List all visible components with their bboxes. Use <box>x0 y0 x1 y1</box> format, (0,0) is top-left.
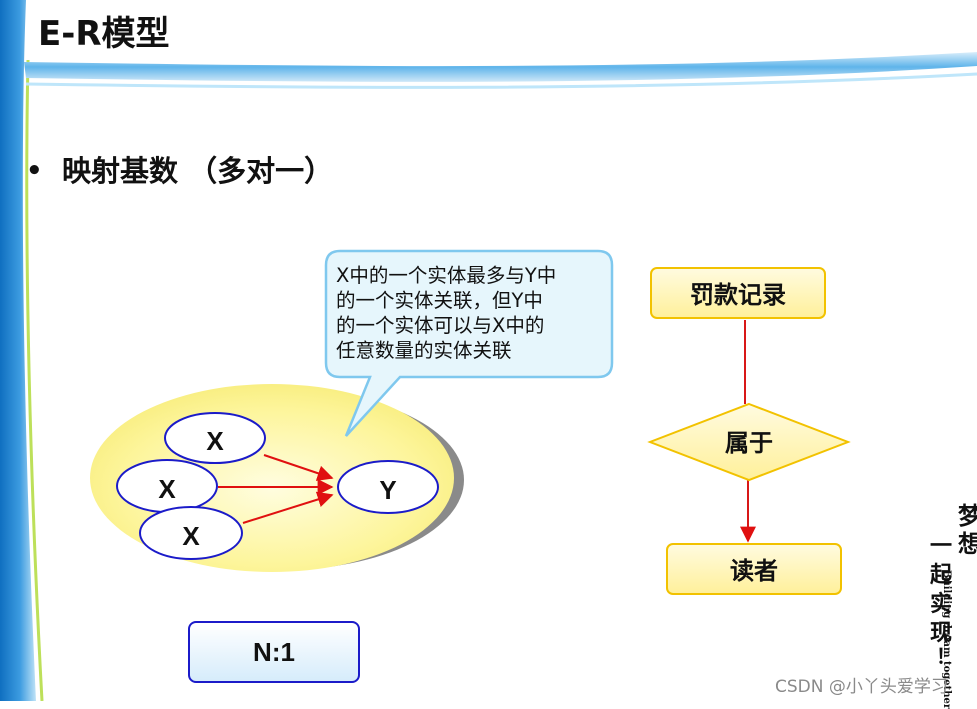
arrow-x3-to-y <box>242 491 334 524</box>
ratio-label: N:1 <box>253 636 295 667</box>
x-node-3-label: X <box>182 521 200 551</box>
entity-fine-record-label: 罚款记录 <box>690 281 786 309</box>
callout-line: X中的一个实体最多与Y中 <box>336 264 557 287</box>
callout-line: 任意数量的实体关联 <box>336 339 512 362</box>
signature-char: 现 <box>930 620 953 646</box>
title-bar-highlight <box>25 72 977 89</box>
relationship-belongs-shape <box>647 402 851 482</box>
title-bar <box>24 52 977 82</box>
ratio-label-box: N:1 <box>188 621 360 683</box>
bullet-dot-icon: • <box>26 156 43 186</box>
left-decor-band <box>0 0 36 701</box>
signature-char: 想 <box>958 529 977 558</box>
signature-char: 梦 <box>958 501 977 530</box>
bullet-text: 映射基数 （多对一） <box>62 154 334 188</box>
bullet-item: • 映射基数 （多对一） <box>26 148 333 190</box>
y-node-label: Y <box>379 475 396 505</box>
entity-reader-label: 读者 <box>730 557 778 585</box>
callout-balloon <box>324 249 614 437</box>
entity-fine-record-shape <box>650 267 826 319</box>
watermark: CSDN @小丫头爱学习 <box>775 677 948 697</box>
x-node-1-shape <box>164 412 266 464</box>
relationship-belongs-label: 属于 <box>725 429 773 457</box>
x-node-2-label: X <box>158 474 176 504</box>
callout-line: 的一个实体关联，但Y中 <box>336 289 543 312</box>
signature-char: ！ <box>936 644 956 668</box>
callout-text: X中的一个实体最多与Y中 的一个实体关联，但Y中 的一个实体可以与X中的 任意数… <box>336 263 604 363</box>
x-node-3-shape <box>139 506 243 560</box>
arrow-x1-to-y <box>263 454 334 481</box>
signature-char: 一 <box>930 533 953 559</box>
callout-line: 的一个实体可以与X中的 <box>336 314 545 337</box>
y-node-shape <box>337 460 439 514</box>
entity-reader-shape <box>666 543 842 595</box>
x-node-1-label: X <box>206 426 224 456</box>
signature-char: 实 <box>930 591 953 617</box>
left-decor-stripe <box>25 59 44 701</box>
signature-char: 起 <box>930 562 953 588</box>
page-title: E-R模型 <box>38 14 170 54</box>
